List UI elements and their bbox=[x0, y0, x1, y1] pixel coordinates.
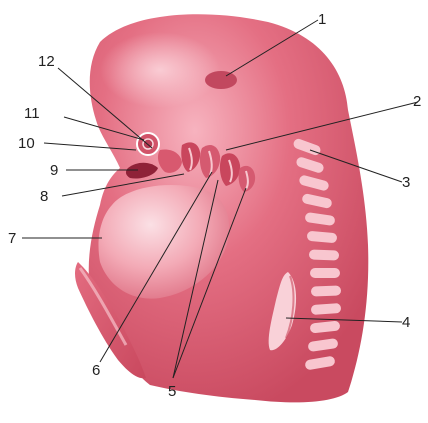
brain-spot bbox=[205, 71, 237, 89]
label-9: 9 bbox=[50, 162, 58, 179]
label-12: 12 bbox=[38, 53, 55, 70]
label-4: 4 bbox=[402, 314, 410, 331]
label-2: 2 bbox=[413, 93, 421, 110]
label-5: 5 bbox=[168, 383, 176, 400]
label-8: 8 bbox=[40, 188, 48, 205]
head-highlight bbox=[100, 32, 220, 108]
label-10: 10 bbox=[18, 135, 35, 152]
label-1: 1 bbox=[318, 11, 326, 28]
label-7: 7 bbox=[8, 230, 16, 247]
label-3: 3 bbox=[402, 174, 410, 191]
label-11: 11 bbox=[24, 105, 40, 122]
label-6: 6 bbox=[92, 362, 100, 379]
